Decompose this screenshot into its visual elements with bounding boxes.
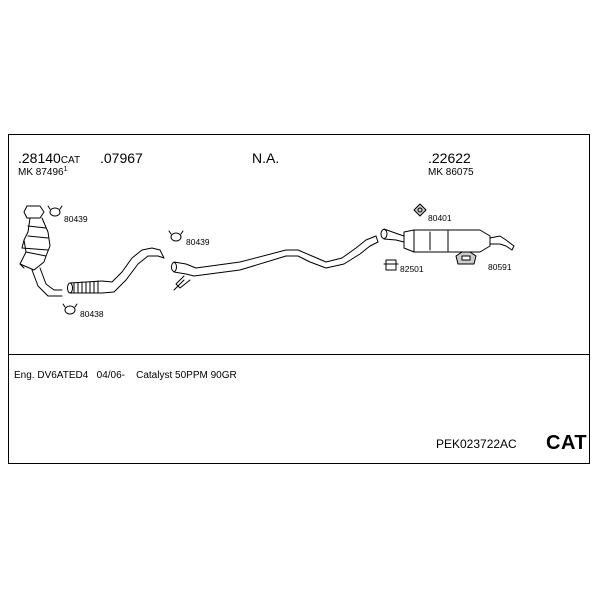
cat-tag: CAT [546,432,588,454]
engine-code: Eng. DV6ATED4 [14,370,89,381]
part-number-rear: .22622 [428,150,471,166]
rubber-mount-icon [455,251,477,265]
part-number-middle: N.A. [252,150,280,166]
mk-superscript: 1 [63,166,68,173]
engine-info: Eng. DV6ATED4 04/06- Catalyst 50PPM 90GR [14,370,237,381]
callout-clamp-rear: 82501 [400,264,424,274]
callout-rubber-mount: 80591 [488,262,512,272]
middle-pipe [171,235,379,291]
callout-clamp-flex: 80438 [80,309,104,319]
clamp-icon [47,205,63,217]
catalytic-converter [19,205,63,297]
kit-code: PEK023722AC [436,437,517,451]
mk-number: MK 87496 [18,167,64,178]
catalyst-info: Catalyst 50PPM 90GR [136,370,237,381]
production-date: 04/06- [96,370,125,381]
clamp-icon [168,230,184,242]
rear-silencer [380,228,515,253]
callout-clamp-pipe: 80439 [186,237,210,247]
mounting-kit-front: MK 874961 [18,166,68,178]
callout-clamp-front: 80439 [64,214,88,224]
mounting-kit-rear: MK 86075 [428,167,474,178]
part-number: .28140 [18,150,61,166]
footer-divider [8,354,590,355]
part-number-pipe: .07967 [100,150,143,166]
callout-gasket-rear: 80401 [428,213,452,223]
front-pipe [67,247,165,294]
part-suffix: CAT [60,155,81,166]
clamp-icon [383,259,399,271]
diagram-frame [8,134,590,464]
gasket-icon [413,203,427,217]
part-number-front: .28140CAT [18,150,80,166]
clamp-icon [62,303,78,315]
